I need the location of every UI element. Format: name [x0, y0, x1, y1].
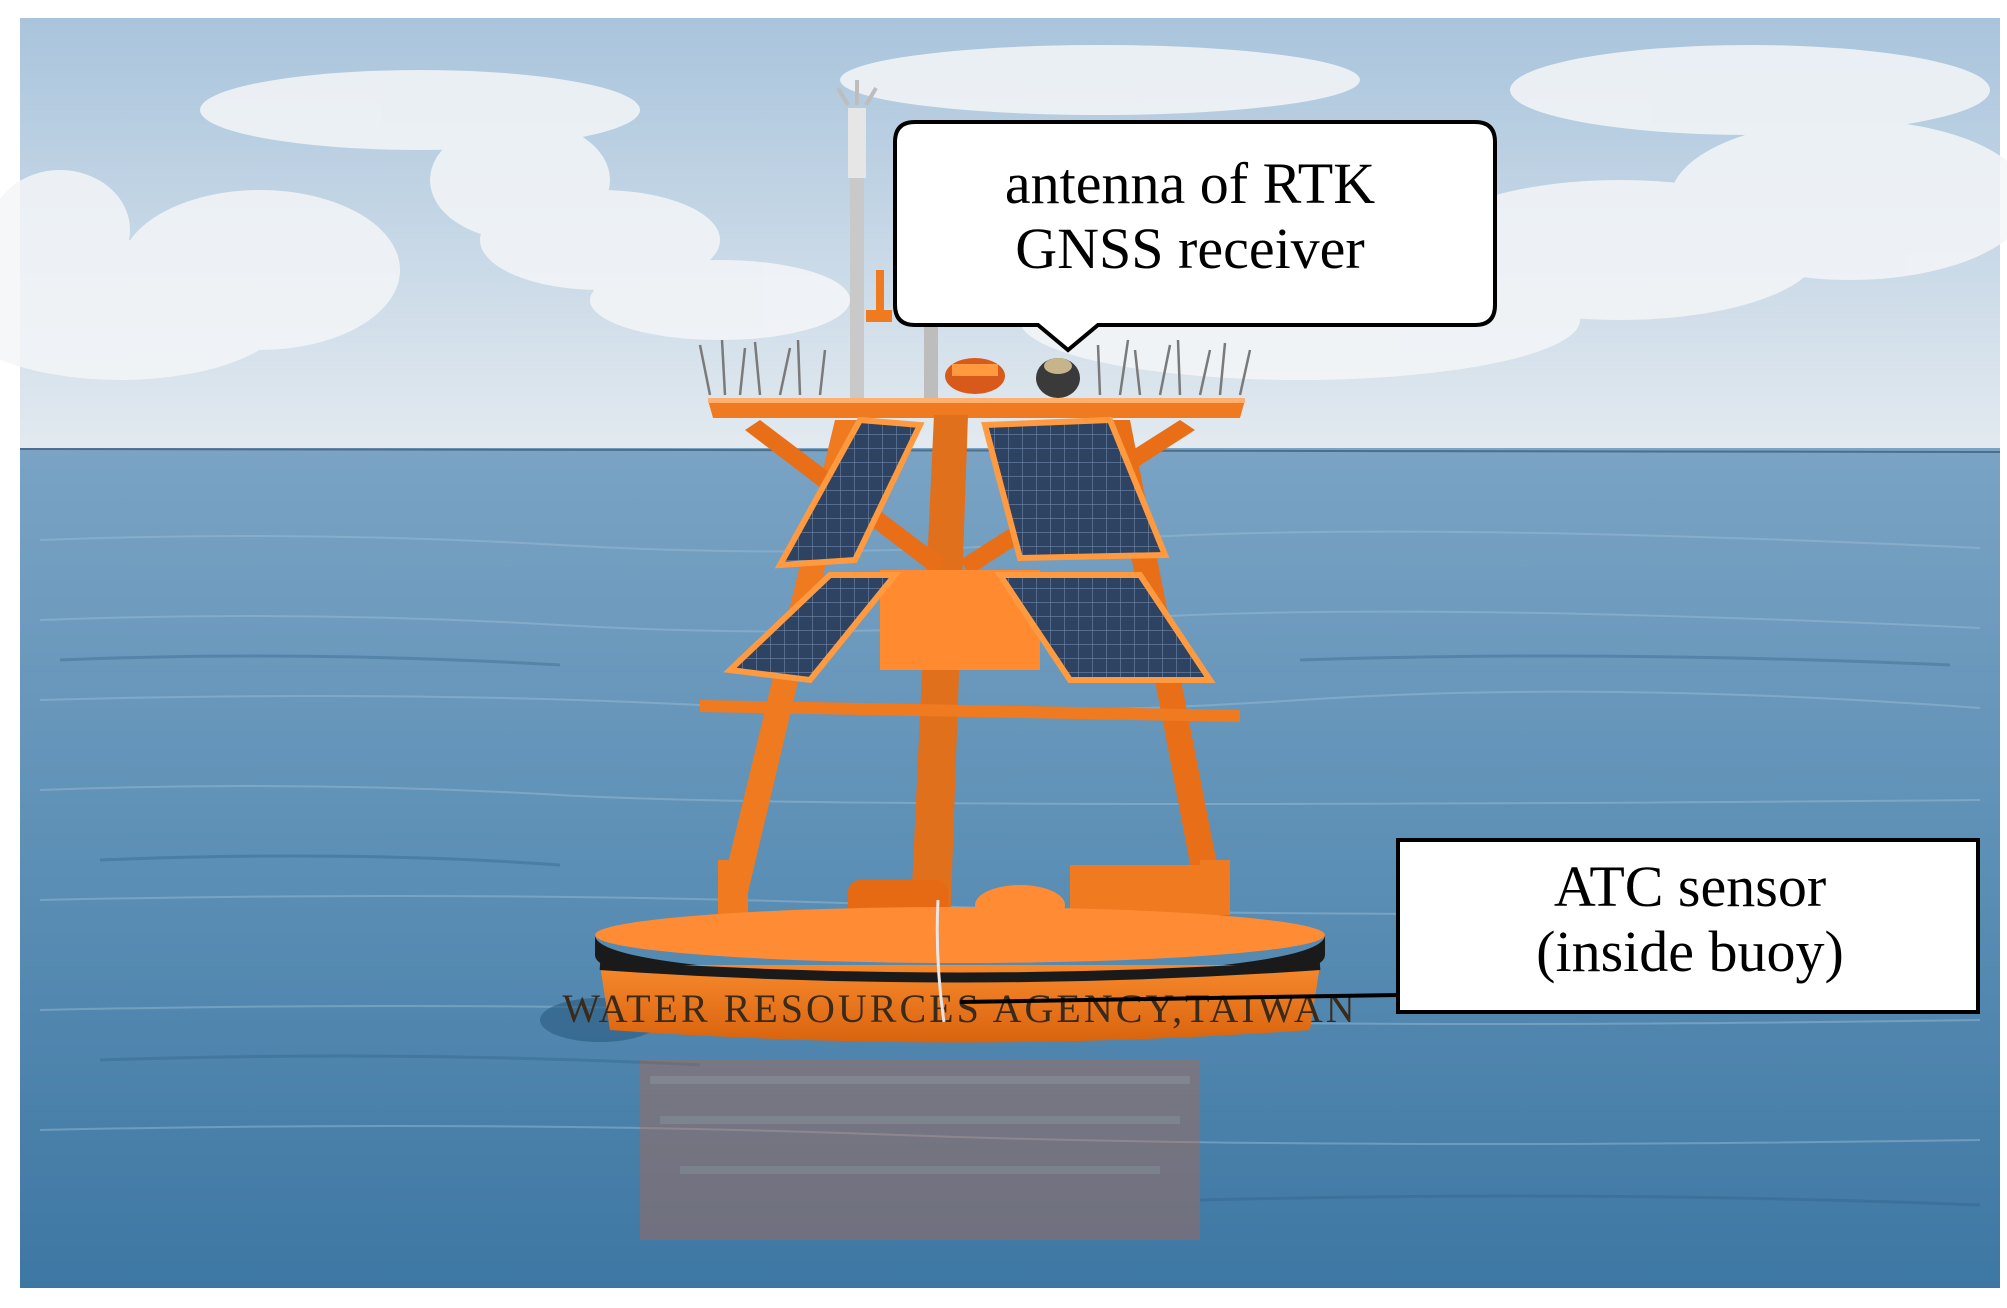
- hull-lettering: WATER RESOURCES AGENCY,TAIWAN: [562, 986, 1357, 1031]
- gnss-callout-box: [893, 120, 1497, 353]
- gnss-callout-line2: GNSS receiver: [1015, 215, 1365, 281]
- atc-callout-label: ATC sensor (inside buoy): [1400, 854, 1980, 985]
- gnss-callout-line1: antenna of RTK: [1004, 151, 1376, 216]
- atc-callout-box: [959, 838, 1980, 1014]
- gnss-callout-label: antenna of RTK GNSS receiver: [890, 151, 1490, 282]
- buoy: WATER RESOURCES AGENCY,TAIWAN: [562, 80, 1357, 1043]
- atc-callout-line1: ATC sensor: [1553, 854, 1827, 919]
- atc-callout-line2: (inside buoy): [1536, 918, 1844, 984]
- atc-pointer-line: [959, 993, 1399, 1004]
